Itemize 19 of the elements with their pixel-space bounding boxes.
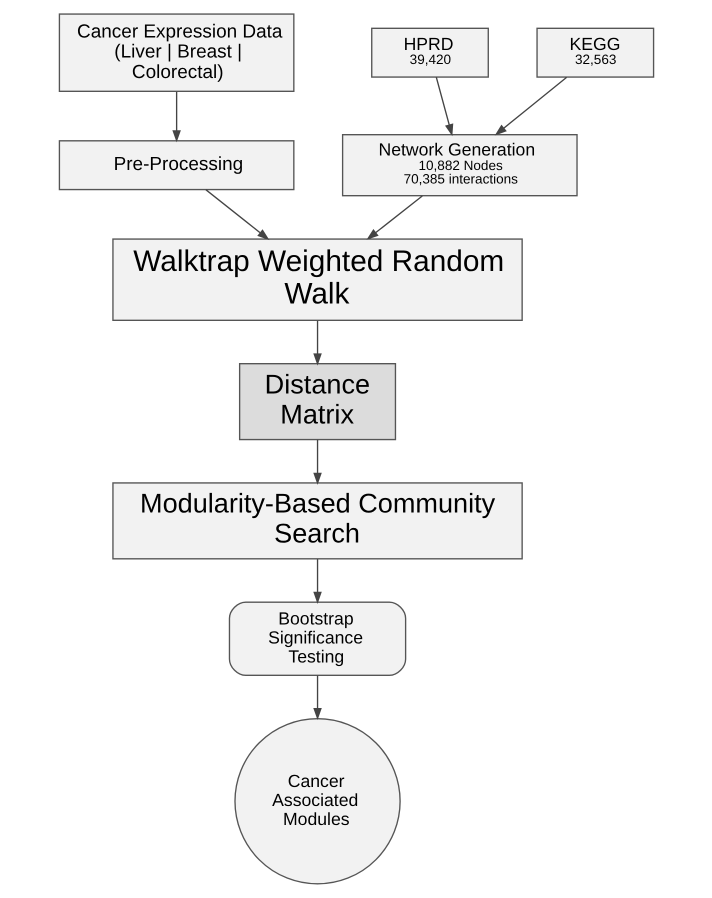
arrow <box>435 77 453 136</box>
node-box: Modularity-Based Community Search <box>112 482 522 560</box>
node-box: HPRD 39,420 <box>370 28 488 78</box>
node-box: Network Generation 10,882 Nodes 70,385 interactions <box>341 134 578 196</box>
node-box: Pre-Processing <box>58 140 294 190</box>
arrow <box>172 92 180 142</box>
node-box: Walktrap Weighted Random Walk <box>112 238 522 321</box>
arrow <box>366 195 422 240</box>
node-box: Distance Matrix <box>238 363 396 440</box>
node-box: Bootstrap Significance Testing <box>228 601 406 676</box>
arrow <box>312 676 322 720</box>
arrow <box>204 189 269 240</box>
arrow <box>312 440 322 485</box>
node-box: Cancer Expression Data (Liver | Breast | Colorectal) <box>58 13 294 92</box>
arrow <box>312 320 322 366</box>
node-box: KEGG 32,563 <box>536 28 654 78</box>
node-circle: Cancer Associated Modules <box>234 718 400 885</box>
arrow <box>494 76 566 136</box>
arrow <box>312 559 322 604</box>
